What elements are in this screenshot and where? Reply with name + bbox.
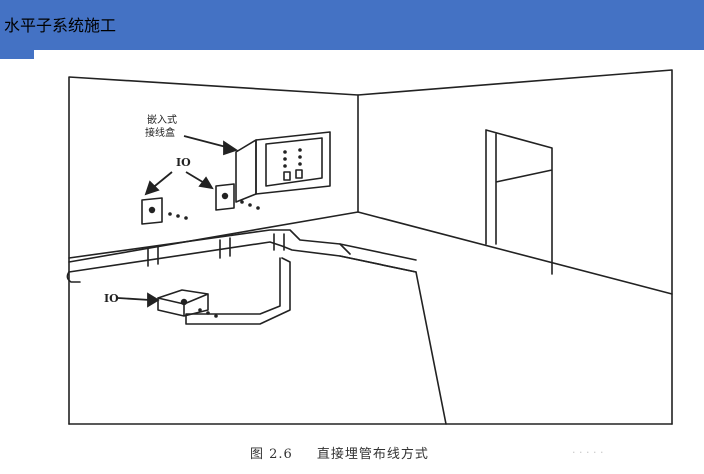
conduit-end-cap bbox=[66, 271, 81, 283]
io-label-wall: IO bbox=[176, 156, 191, 169]
room-diagram: 嵌入式 接线盒 IO IO bbox=[66, 69, 673, 425]
junction-box-inner bbox=[265, 137, 323, 187]
slide-title: 水平子系统施工 bbox=[4, 16, 117, 35]
floor-conduit bbox=[185, 257, 291, 325]
conduit-drop-2 bbox=[219, 237, 231, 259]
back-wall-left bbox=[68, 76, 359, 263]
floor-boundary bbox=[339, 255, 447, 425]
doorway bbox=[485, 129, 553, 275]
junction-terminal-1 bbox=[283, 171, 291, 181]
junction-box-door bbox=[235, 139, 257, 203]
figure-number: 图 2.6 bbox=[250, 447, 293, 462]
box-label-line1: 嵌入式 bbox=[147, 113, 177, 126]
conduit-upper bbox=[68, 229, 417, 261]
conduit-drop-3 bbox=[273, 233, 285, 251]
wall-outlet-2 bbox=[215, 183, 235, 211]
box-label-line2: 接线盒 bbox=[145, 126, 175, 139]
figure-caption-text: 直接埋管布线方式 bbox=[316, 447, 429, 462]
back-wall-right bbox=[357, 69, 673, 295]
wiring-illustration: 嵌入式 接线盒 IO IO bbox=[60, 62, 696, 434]
figure-caption: 图 2.6 直接埋管布线方式 bbox=[250, 443, 429, 462]
watermark: · · · · · bbox=[572, 446, 604, 459]
io-label-floor: IO bbox=[104, 292, 119, 305]
slide-title-bar: 水平子系统施工 bbox=[0, 0, 704, 50]
conduit-lower bbox=[68, 241, 417, 273]
floor-boundary-2 bbox=[339, 243, 351, 255]
wall-outlet-1 bbox=[141, 197, 163, 225]
junction-terminal-2 bbox=[295, 169, 303, 179]
title-bar-accent-tab bbox=[0, 50, 34, 59]
conduit-drop-1 bbox=[147, 245, 159, 267]
